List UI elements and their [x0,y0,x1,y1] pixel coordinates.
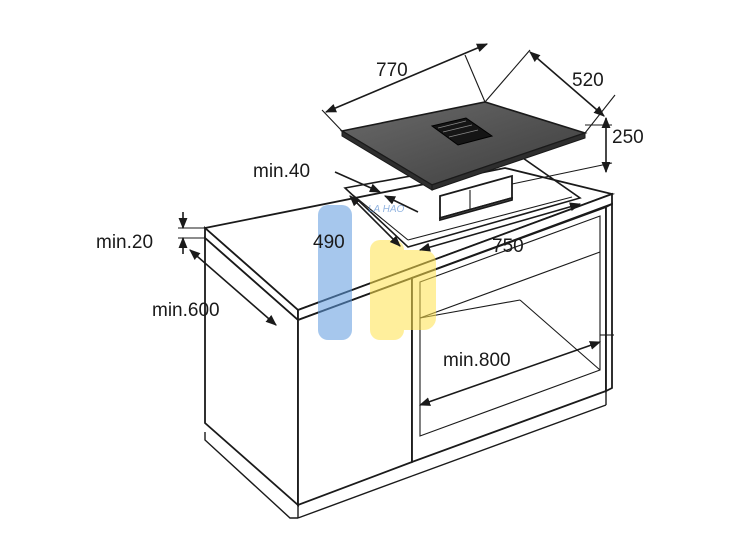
hob-vent [430,117,494,146]
dim-cabinet-width: min.800 [443,350,511,371]
plinth [204,432,298,519]
dim-unit-height: 250 [612,127,644,148]
dimension-labels: 770 520 250 min.40 490 750 min.20 min.60… [96,60,644,371]
dim-hob-width: 770 [376,60,408,81]
dim-worktop-depth: min.600 [152,300,220,321]
dim-cutout-depth: 490 [313,232,345,253]
dim-cutout-width: 750 [492,236,524,257]
cabinet [203,167,616,519]
watermark-text: LA HAO [368,204,405,215]
dim-min-back-gap: min.40 [253,161,310,182]
dim-hob-depth: 520 [572,70,604,91]
dimension-lines [178,43,616,406]
dim-worktop-thickness: min.20 [96,232,153,253]
